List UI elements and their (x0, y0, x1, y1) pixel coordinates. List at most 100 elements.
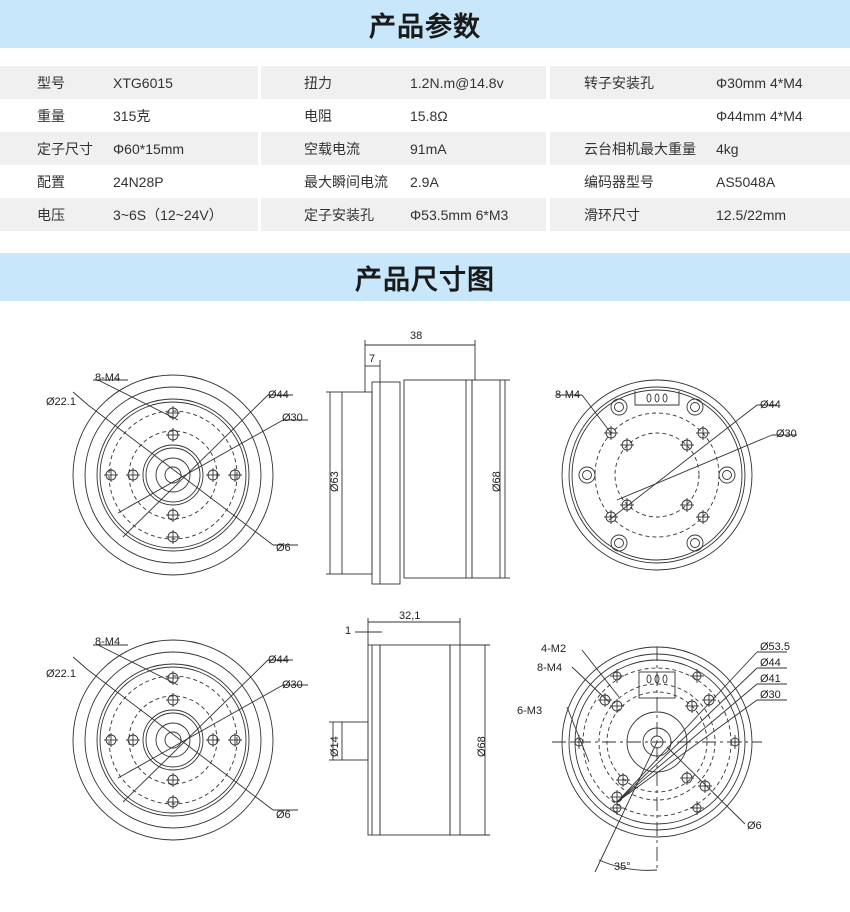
outer-rim (72, 374, 274, 576)
hub (142, 709, 204, 771)
label-bottom-back-d30: Ø30 (760, 689, 781, 701)
rim-ring (99, 401, 247, 549)
label-bottom-front-d221: Ø22.1 (46, 668, 76, 680)
rim-ring (96, 663, 250, 817)
label-bottom-back-d44: Ø44 (760, 657, 781, 669)
spec-label: 滑环尺寸 (584, 207, 640, 224)
connector-pin (646, 674, 652, 684)
leader-line (122, 394, 269, 538)
leader-line (97, 379, 179, 421)
connector-pin (646, 393, 652, 403)
label-bottom-side-length: 32,1 (399, 610, 420, 622)
rim-ring (96, 398, 250, 552)
spec-value: Φ53.5mm 6*M3 (410, 206, 509, 223)
leader-line (87, 404, 274, 546)
rotor-cap (471, 379, 501, 579)
outer-rim (561, 379, 753, 571)
rotor-body (403, 379, 473, 579)
label-bottom-front-d30: Ø30 (282, 679, 303, 691)
leader-line (616, 683, 758, 803)
hub-inner (155, 722, 191, 758)
spec-label: 最大瞬间电流 (304, 174, 388, 191)
mount-boss-hole (614, 402, 624, 412)
label-bottom-back-m4: 8-M4 (537, 662, 562, 674)
leader-line (581, 394, 612, 434)
spec-cell: 扭力 1.2N.m@14.8v (261, 66, 546, 99)
mount-boss (578, 466, 596, 484)
label-bottom-back-d535: Ø53.5 (760, 641, 790, 653)
rotor-cap (449, 644, 461, 836)
rim-ring (99, 666, 247, 814)
label-top-front-d44: Ø44 (268, 389, 289, 401)
spec-label: 重量 (37, 108, 65, 125)
stator-step (341, 391, 373, 575)
leader-line (117, 684, 284, 779)
output-shaft (341, 721, 369, 761)
rim-ring (84, 386, 262, 564)
outer-rim (72, 639, 274, 841)
mount-boss-hole (690, 538, 700, 548)
leader-line (117, 419, 284, 514)
mount-boss-hole (722, 470, 732, 480)
spec-label: 转子安装孔 (584, 75, 654, 92)
spec-value: 91mA (410, 140, 447, 157)
angle-ref-line (594, 741, 658, 873)
leader-line (616, 434, 773, 501)
dims-title: 产品尺寸图 (355, 264, 495, 296)
label-bottom-back-d41: Ø41 (760, 673, 781, 685)
leader-line (97, 644, 179, 686)
label-bottom-side-d14: Ø14 (329, 736, 341, 757)
spec-label: 电阻 (304, 108, 332, 125)
mount-boss-hole (582, 470, 592, 480)
spec-cell: 电压 3~6S（12~24V） (0, 198, 258, 231)
spec-value: 2.9A (410, 173, 439, 190)
spec-value: 15.8Ω (410, 107, 448, 124)
label-top-front-d6: Ø6 (276, 542, 291, 554)
label-top-side-length: 38 (410, 330, 422, 342)
label-top-side-d68: Ø68 (491, 471, 503, 492)
connector-pin (654, 393, 660, 403)
spec-value: 315克 (113, 107, 151, 124)
mount-boss (686, 398, 704, 416)
spec-label: 定子尺寸 (37, 141, 93, 158)
hub (142, 444, 204, 506)
leader-line (616, 699, 758, 803)
spec-value: 3~6S（12~24V） (113, 206, 223, 223)
label-bottom-side-step: 1 (345, 625, 351, 637)
dimension-drawings: 8-M4 Ø22.1 Ø44 Ø30 Ø6 38 7 Ø63 Ø68 8-M4 … (46, 330, 797, 873)
label-top-front-d30: Ø30 (282, 412, 303, 424)
label-bottom-front-d6: Ø6 (276, 809, 291, 821)
spec-value: 4kg (716, 140, 739, 157)
params-title: 产品参数 (369, 11, 481, 43)
spec-label: 电压 (37, 207, 65, 224)
leader-line (666, 746, 746, 825)
spec-label: 定子安装孔 (304, 207, 374, 224)
label-bottom-back-angle: 35° (614, 861, 631, 873)
spec-label: 扭力 (304, 75, 332, 92)
label-top-back-d44: Ø44 (760, 399, 781, 411)
bolt-circle-d30 (614, 432, 700, 518)
label-top-side-step: 7 (369, 353, 375, 365)
body-groove (371, 381, 401, 585)
mount-boss (610, 398, 628, 416)
params-header: 产品参数 (0, 0, 850, 48)
label-top-back-d30: Ø30 (776, 428, 797, 440)
mount-boss (610, 534, 628, 552)
label-bottom-front-d44: Ø44 (268, 654, 289, 666)
hub-inner (155, 457, 191, 493)
label-top-front-holes: 8-M4 (95, 372, 120, 384)
connector-pin (662, 674, 668, 684)
spec-value: 1.2N.m@14.8v (410, 74, 504, 91)
label-bottom-back-d6: Ø6 (747, 820, 762, 832)
leader-line (581, 649, 620, 698)
